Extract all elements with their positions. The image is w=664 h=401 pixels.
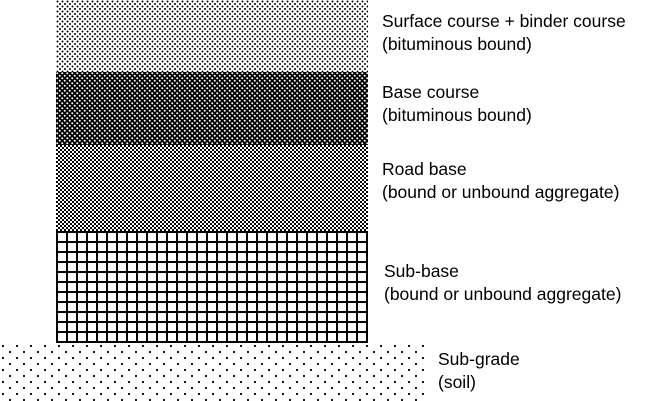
base-course-layer (56, 72, 368, 145)
sub-base-label: Sub-base (bound or unbound aggregate) (384, 260, 621, 306)
base-course-material: (bituminous bound) (382, 105, 532, 125)
sub-grade-name: Sub-grade (438, 349, 520, 369)
surface-course-layer (56, 0, 368, 72)
sub-base-name: Sub-base (384, 261, 459, 281)
sub-grade-material: (soil) (438, 372, 476, 392)
road-base-layer (56, 145, 368, 231)
road-base-name: Road base (382, 159, 467, 179)
sub-grade-layer (0, 343, 427, 401)
surface-course-material: (bituminous bound) (382, 34, 532, 54)
sub-base-layer (56, 231, 368, 343)
sub-grade-label: Sub-grade (soil) (438, 348, 520, 394)
surface-course-label: Surface course + binder course (bitumino… (382, 10, 626, 56)
base-course-name: Base course (382, 82, 480, 102)
base-course-label: Base course (bituminous bound) (382, 81, 532, 127)
surface-course-name: Surface course + binder course (382, 11, 626, 31)
sub-base-material: (bound or unbound aggregate) (384, 284, 622, 304)
road-base-label: Road base (bound or unbound aggregate) (382, 158, 619, 204)
road-base-material: (bound or unbound aggregate) (382, 182, 620, 202)
